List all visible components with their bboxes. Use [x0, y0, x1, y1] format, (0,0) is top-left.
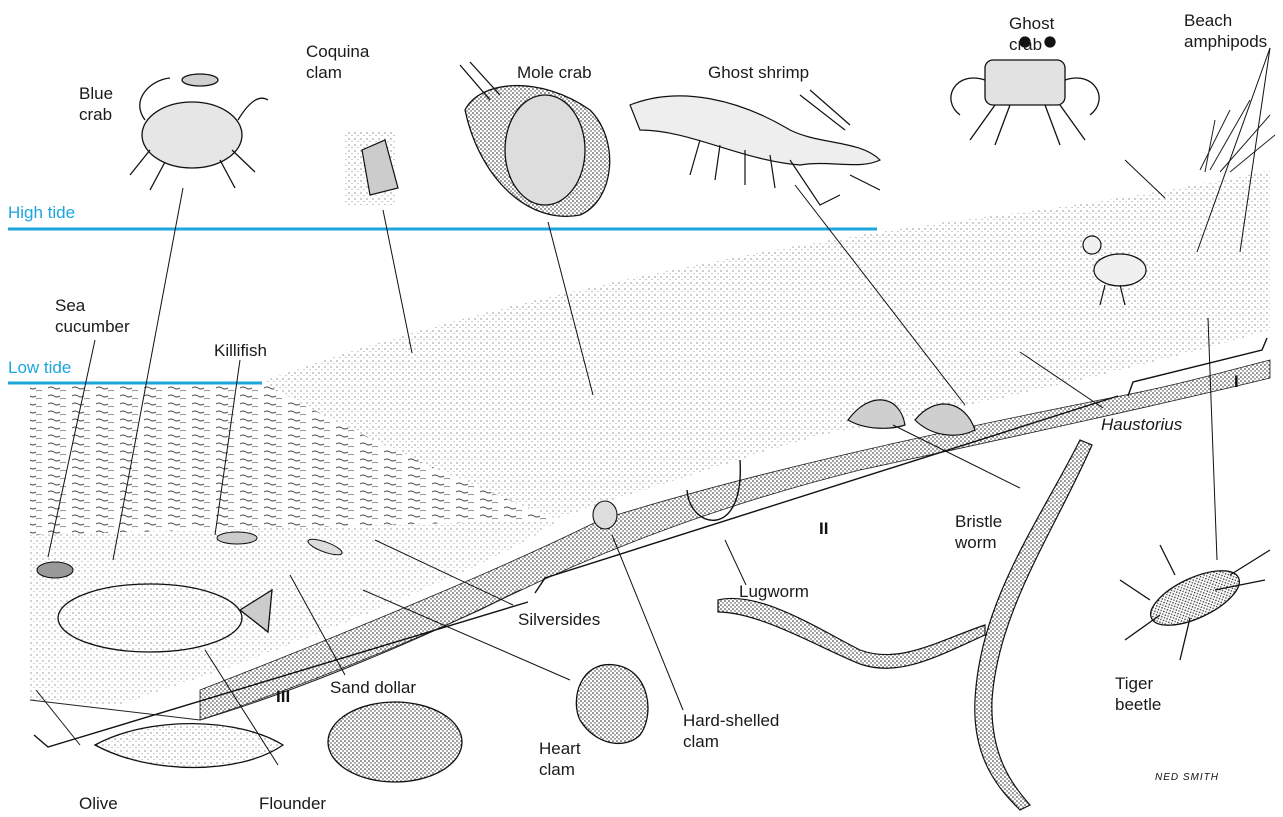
label-mole-crab: Mole crab [517, 62, 592, 83]
label-killifish: Killifish [214, 340, 267, 361]
label-coquina-clam: Coquina clam [306, 41, 369, 83]
label-tiger-beetle-line2: beetle [1115, 694, 1161, 715]
tiger-beetle-drawing [1120, 545, 1270, 660]
label-blue-crab-line1: Blue [79, 83, 113, 104]
label-heart-clam-line1: Heart [539, 738, 581, 759]
sand-dollar-drawing [328, 702, 462, 782]
olive-shell-drawing [95, 724, 283, 768]
label-olive: Olive [79, 793, 118, 814]
label-beach-amphipods: Beach amphipods [1184, 10, 1267, 52]
label-sand-dollar: Sand dollar [330, 677, 416, 698]
blue-crab-drawing [130, 74, 268, 190]
label-beach-amphipods-line2: amphipods [1184, 31, 1267, 52]
label-coquina-clam-line1: Coquina [306, 41, 369, 62]
sea-cucumber-drawing [37, 562, 73, 578]
label-bristle-worm: Bristle worm [955, 511, 1002, 553]
label-heart-clam: Heart clam [539, 738, 581, 780]
label-bristle-worm-line2: worm [955, 532, 1002, 553]
beach-grass-drawing [1200, 100, 1275, 172]
label-sea-cucumber: Sea cucumber [55, 295, 130, 337]
label-silversides: Silversides [518, 609, 600, 630]
label-bristle-worm-line1: Bristle [955, 511, 1002, 532]
label-flounder: Flounder [259, 793, 326, 814]
lugworm-drawing [718, 598, 985, 668]
label-ghost-crab-line2: crab [1009, 34, 1054, 55]
label-sea-cucumber-line2: cucumber [55, 316, 130, 337]
label-ghost-crab: Ghost crab [1009, 13, 1054, 55]
label-blue-crab-line2: crab [79, 104, 113, 125]
label-tiger-beetle-line1: Tiger [1115, 673, 1161, 694]
label-sea-cucumber-line1: Sea [55, 295, 130, 316]
label-blue-crab: Blue crab [79, 83, 113, 125]
label-hard-shelled-clam-line2: clam [683, 731, 779, 752]
label-hard-shelled-clam-line1: Hard-shelled [683, 710, 779, 731]
high-tide-label: High tide [8, 203, 75, 223]
coquina-clam-drawing [345, 130, 398, 205]
label-lugworm: Lugworm [739, 581, 809, 602]
artist-signature: NED SMITH [1155, 772, 1219, 783]
heart-clam-drawing [576, 665, 648, 744]
zone-label-one: I [1234, 372, 1239, 392]
label-ghost-crab-line1: Ghost [1009, 13, 1054, 34]
low-tide-label: Low tide [8, 358, 71, 378]
killifish-drawing [217, 532, 257, 544]
bristle-worm-drawing [975, 440, 1092, 810]
label-haustorius: Haustorius [1101, 414, 1182, 435]
zone-label-two: II [819, 519, 828, 539]
label-tiger-beetle: Tiger beetle [1115, 673, 1161, 715]
label-hard-shelled-clam: Hard-shelled clam [683, 710, 779, 752]
hard-shelled-clam-drawing [593, 501, 617, 529]
label-coquina-clam-line2: clam [306, 62, 369, 83]
label-beach-amphipods-line1: Beach [1184, 10, 1267, 31]
ghost-shrimp-drawing [630, 90, 880, 205]
zone-label-three: III [276, 687, 290, 707]
mole-crab-drawing [460, 62, 610, 216]
label-heart-clam-line2: clam [539, 759, 581, 780]
label-ghost-shrimp: Ghost shrimp [708, 62, 809, 83]
